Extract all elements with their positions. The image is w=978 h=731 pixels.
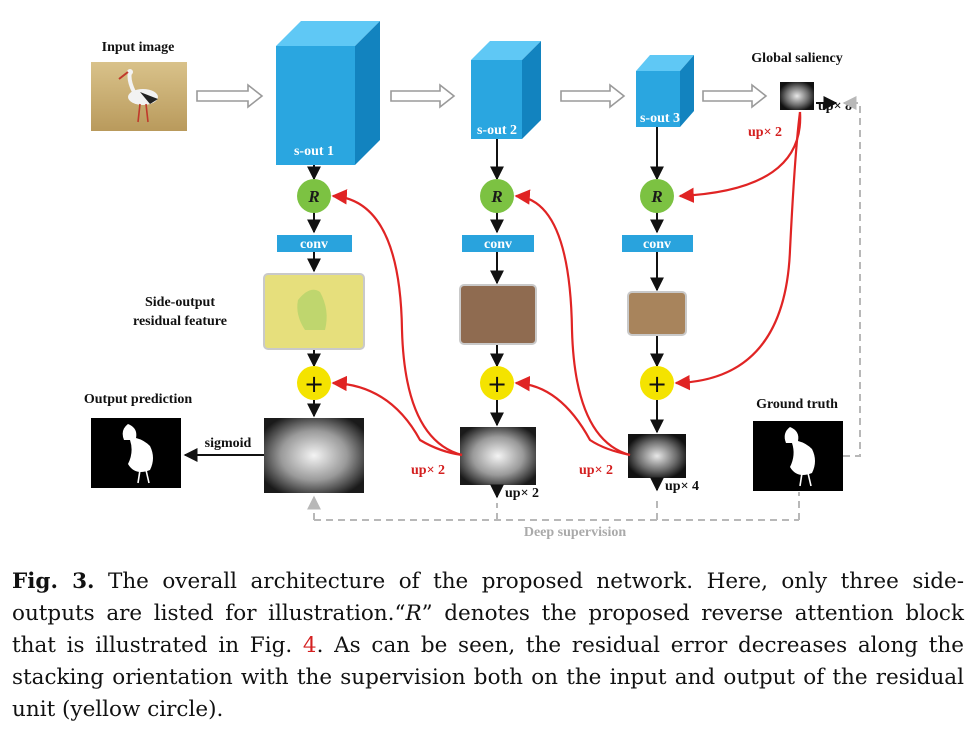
up4-below-label: up× 4: [665, 479, 699, 494]
svg-text:R: R: [307, 187, 319, 206]
sigmoid-label: sigmoid: [205, 436, 252, 451]
up2-left-label: up× 2: [411, 463, 445, 478]
svg-text:conv: conv: [643, 237, 671, 252]
caption-text-3: . As can be seen, the residual error dec…: [12, 633, 964, 722]
up2-global-label: up× 2: [748, 125, 782, 140]
residual-feature-1: [263, 273, 365, 350]
reverse-attention-node-3: R: [640, 179, 674, 213]
ground-truth-label: Ground truth: [756, 397, 838, 412]
output-prediction-label: Output prediction: [84, 392, 192, 407]
s-out-1-cube: s-out 1: [276, 21, 380, 165]
residual-feature-2: [459, 284, 537, 345]
svg-text:conv: conv: [300, 237, 328, 252]
up2-mid-label: up× 2: [579, 463, 613, 478]
residual-sum-node-1: +: [297, 366, 331, 400]
caption-text-1: The overall architecture of the proposed…: [12, 569, 964, 626]
red-up2-paths: [331, 111, 802, 457]
deep-supervision-paths: [307, 96, 861, 521]
s-out-2-cube: s-out 2: [471, 41, 541, 139]
reverse-attention-node-1: R: [297, 179, 331, 213]
svg-text:R: R: [490, 187, 502, 206]
input-image: [91, 62, 187, 131]
svg-text:+: +: [647, 370, 667, 398]
prediction-map-1: [264, 418, 364, 493]
svg-text:R: R: [650, 187, 662, 206]
caption-r-symbol: R: [405, 601, 422, 626]
s-out-3-cube: s-out 3: [636, 55, 694, 127]
residual-feature-3: [627, 291, 687, 336]
svg-text:+: +: [304, 370, 324, 398]
global-saliency-label: Global saliency: [751, 51, 842, 66]
s-out-3-label: s-out 3: [640, 111, 680, 126]
conv-block-1: conv: [277, 235, 352, 252]
figure-reference-link[interactable]: 4: [302, 633, 317, 658]
residual-sum-node-3: +: [640, 366, 674, 400]
s-out-2-label: s-out 2: [477, 123, 517, 138]
hollow-arrow-3: [560, 83, 626, 109]
svg-text:conv: conv: [484, 237, 512, 252]
caption-text-2: ” denotes the proposed reverse attention…: [12, 601, 964, 658]
figure-caption: Fig. 3. The overall architecture of the …: [12, 566, 964, 726]
hollow-arrow-2: [390, 83, 456, 109]
deep-supervision-label: Deep supervision: [524, 525, 627, 540]
ground-truth-map: [753, 421, 843, 491]
hollow-arrow-4: [702, 83, 768, 109]
s-out-1-label: s-out 1: [294, 144, 334, 159]
hollow-arrow-1: [196, 83, 264, 109]
residual-sum-node-2: +: [480, 366, 514, 400]
reverse-attention-node-2: R: [480, 179, 514, 213]
svg-text:+: +: [487, 370, 507, 398]
up2-below-label: up× 2: [505, 486, 539, 501]
conv-block-3: conv: [622, 235, 693, 252]
side-output-label-line1: Side-output: [145, 295, 215, 310]
input-image-label: Input image: [102, 40, 175, 55]
global-saliency-map: [780, 82, 814, 110]
up8-label: up× 8: [818, 99, 852, 114]
figure-number: Fig. 3.: [12, 569, 95, 594]
side-output-label-line2: residual feature: [133, 314, 227, 329]
prediction-map-2: [460, 427, 536, 485]
prediction-map-3: [628, 434, 686, 478]
conv-block-2: conv: [462, 235, 534, 252]
output-prediction-map: [91, 418, 181, 488]
